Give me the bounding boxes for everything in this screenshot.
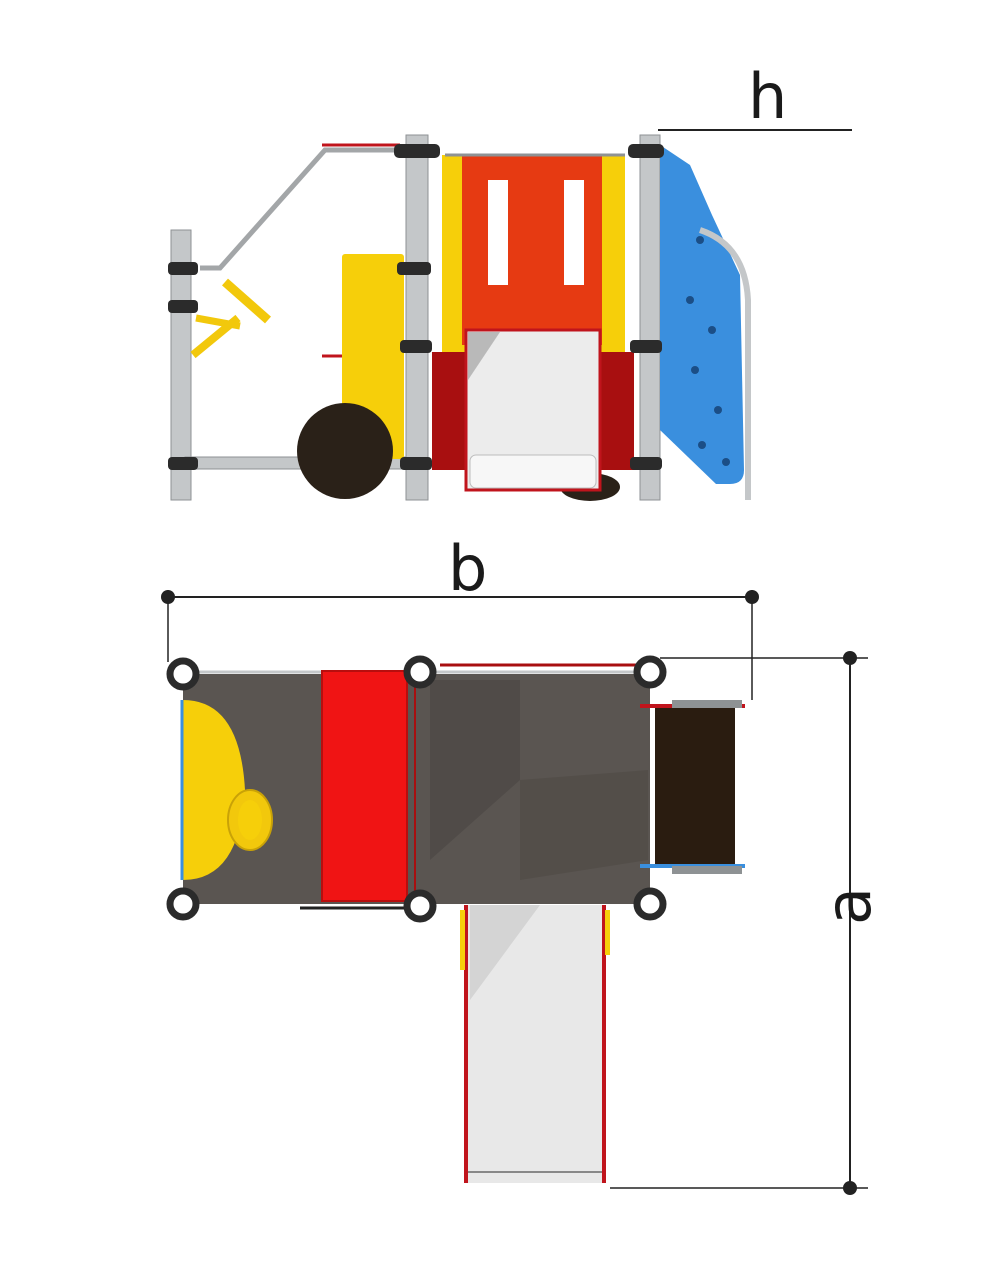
- blue-climbing-wall: [660, 145, 751, 500]
- slide-plan: [460, 905, 610, 1183]
- wheel: [297, 403, 393, 499]
- slide-front: [464, 328, 602, 492]
- depth-dimension-label: a: [812, 887, 885, 925]
- depth-dimension: [610, 651, 868, 1195]
- yellow-half-disc: [180, 700, 273, 880]
- height-dimension-label: h: [748, 60, 787, 133]
- width-dimension: [161, 590, 759, 700]
- panel-slot-left: [488, 180, 508, 285]
- ladder-plan: [640, 700, 745, 874]
- post-clamps: [168, 144, 664, 470]
- post-caps: [166, 655, 667, 923]
- post-middle: [405, 134, 429, 501]
- post-left: [170, 229, 192, 501]
- handrail: [200, 147, 410, 271]
- lower-panel-left: [432, 352, 466, 470]
- red-roof-panel: [321, 670, 408, 902]
- steering-wheel: [190, 278, 271, 359]
- front-view: h: [168, 60, 852, 501]
- panel-slot-right: [564, 180, 584, 285]
- width-dimension-label: b: [448, 532, 487, 605]
- post-right: [639, 134, 661, 501]
- lower-panel-right: [598, 352, 634, 470]
- plan-view: b a: [161, 532, 885, 1195]
